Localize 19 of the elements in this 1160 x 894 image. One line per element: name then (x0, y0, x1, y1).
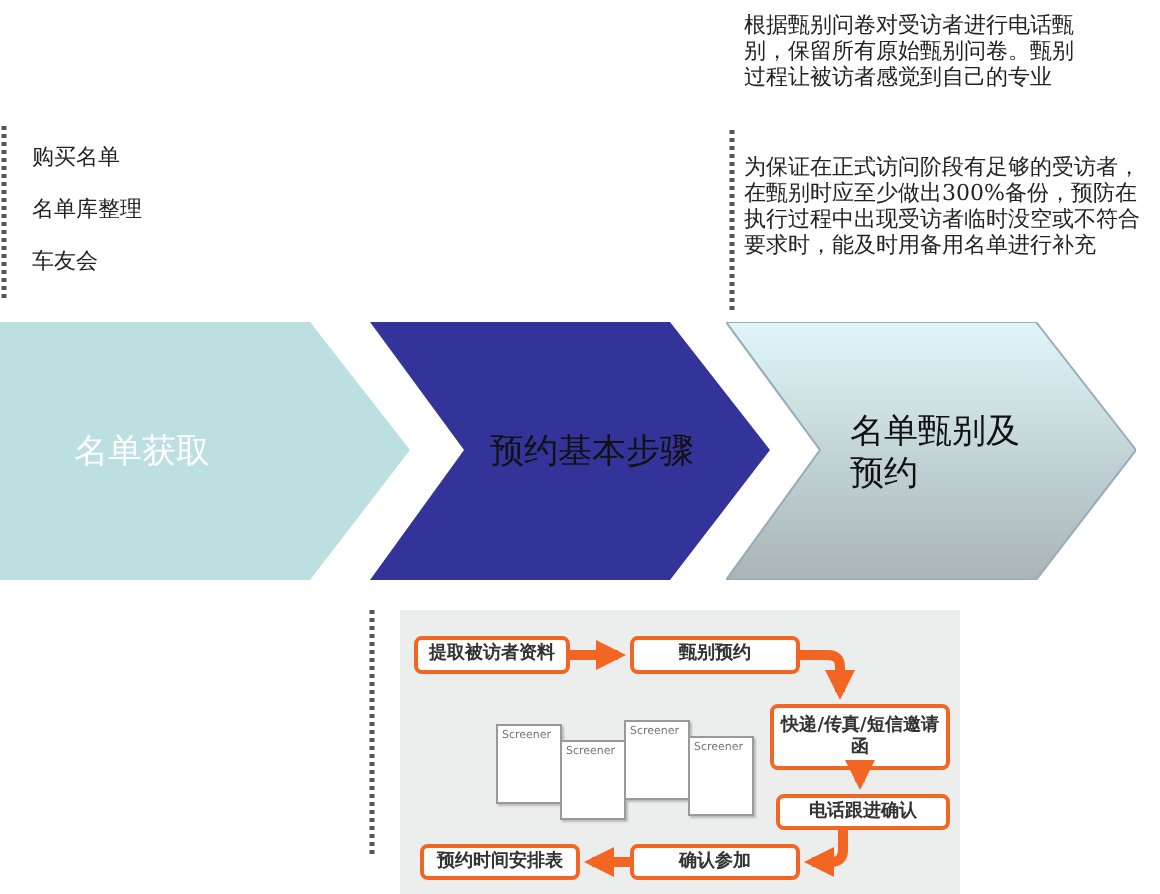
arrow (570, 640, 626, 670)
note-text: 名单库整理 (32, 196, 144, 222)
step-title: 名单甄别及预约 (850, 412, 1022, 496)
arrow (584, 847, 630, 877)
process-box: 快递/传真/短信邀请函 (770, 704, 950, 770)
process-box: 预约时间安排表 (420, 844, 580, 880)
note-text: 为保证在正式访问阶段有足够的受访者，在甄别时应至少做出300%备份，预防在执行过程中出现受访者临时没空或不符合要求时，能及时用备用名单进行补充 (744, 154, 1142, 258)
step-title: 预约基本步骤 (490, 432, 694, 474)
note-text: 根据甄别问卷对受访者进行电话甄别，保留所有原始甄别问卷。甄别过程让被访者感觉到自己的专业 (744, 12, 1076, 90)
process-box: 电话跟进确认 (776, 794, 950, 830)
process-box: 确认参加 (630, 844, 800, 880)
process-box: 提取被访者资料 (414, 636, 570, 674)
note-text: 购买名单 (32, 144, 122, 170)
arrow (804, 830, 848, 877)
note-text: 车友会 (32, 248, 100, 274)
process-box: 甄别预约 (630, 636, 800, 674)
arrow (800, 650, 855, 700)
arrow (845, 760, 875, 790)
step-title: 名单获取 (74, 432, 210, 474)
